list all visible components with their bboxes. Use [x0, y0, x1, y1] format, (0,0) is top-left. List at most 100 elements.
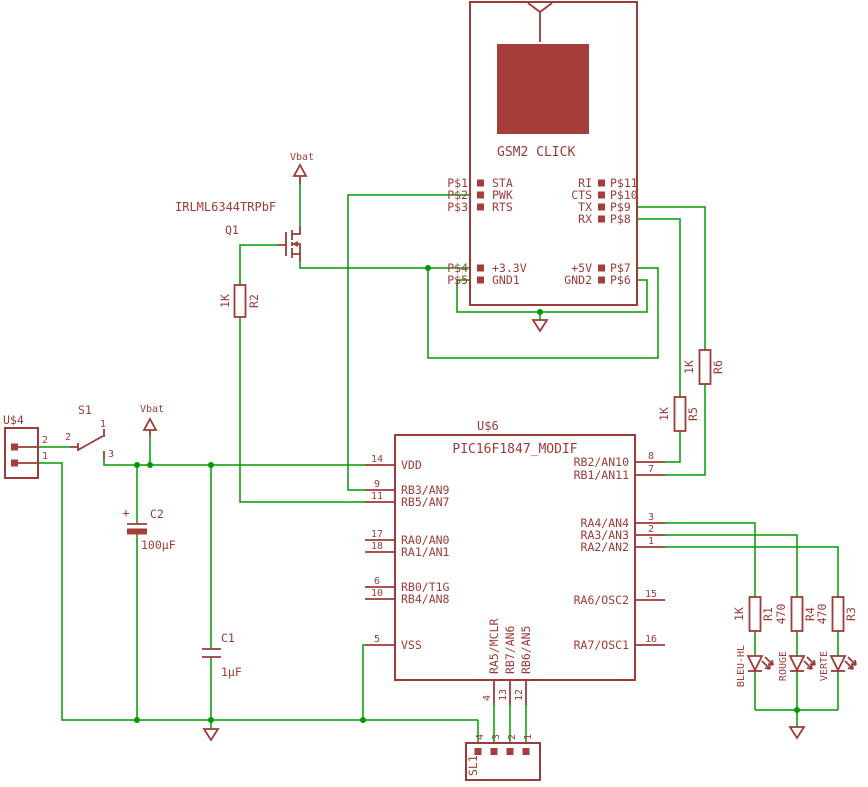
pin-number: 6: [374, 576, 380, 587]
junction-dot: [360, 717, 366, 723]
pin-pad: [477, 191, 484, 199]
mosfet-body-arrow: [292, 241, 298, 247]
resistor-r4: 470 R4: [774, 596, 817, 632]
wire: [456, 279, 648, 313]
resistor-r6: 1K R6: [682, 349, 725, 385]
pin-number: 2: [65, 432, 71, 443]
pin-pad: [598, 276, 605, 284]
pin-pad-label: P$9: [610, 200, 631, 214]
pin-name-label: +3.3V: [492, 261, 527, 275]
junction-dot: [425, 265, 431, 271]
wire: [665, 384, 706, 476]
resistor-r1: 1K R1: [732, 596, 775, 632]
wire: [38, 462, 478, 721]
vbat-label: Vbat: [140, 404, 164, 415]
pin-number: 10: [371, 588, 383, 599]
junction-dot: [537, 309, 543, 315]
ref-label: U$4: [3, 413, 24, 427]
pin-name-label: RB4/AN8: [401, 592, 450, 606]
led-rouge: ROUGE: [778, 651, 816, 681]
vbat-symbol: Vbat: [290, 152, 314, 184]
pin-name-label: RB2/AN10: [574, 455, 629, 469]
pin-number: 8: [648, 451, 654, 462]
pin-pad: [477, 264, 484, 272]
wire: [103, 459, 365, 466]
pin-number: 3: [491, 734, 502, 740]
pin-number: 4: [475, 734, 486, 740]
led-color-label: BLEU-HL: [736, 645, 747, 687]
connector-u4: U$4 2 1: [3, 413, 48, 479]
vbat-label: Vbat: [290, 152, 314, 163]
led-verte: VERTE: [819, 651, 857, 681]
led-emission-arrows: [844, 656, 857, 670]
pin-number: 7: [648, 464, 654, 475]
pin-pad: [477, 179, 484, 187]
pin-number: 3: [648, 512, 654, 523]
pin-name-label: VSS: [401, 638, 422, 652]
pin-pad-label: P$3: [447, 200, 468, 214]
pin-name-label: GND2: [564, 273, 592, 287]
ref-label: C2: [150, 507, 164, 521]
pin-number: 16: [645, 634, 657, 645]
ground-symbol: [531, 319, 549, 333]
pin-number: 17: [371, 529, 383, 540]
wire: [239, 244, 278, 285]
wire: [347, 194, 470, 491]
gsm-module-body: [497, 44, 589, 134]
pin-number: 2: [648, 524, 654, 535]
part-number-label: PIC16F1847_MODIF: [452, 442, 577, 457]
resistor-r5: 1K R5: [657, 396, 700, 432]
wire: [665, 522, 756, 597]
pin-name-label: RB5/AN7: [401, 495, 450, 509]
pin-name-label: RB3/AN9: [401, 483, 450, 497]
pin-name-label: VDD: [401, 458, 422, 472]
pin-name-label: RX: [578, 212, 592, 226]
pin-name-label: TX: [578, 200, 592, 214]
pin-number: 3: [108, 449, 114, 460]
pin-pad-label: P$7: [610, 261, 631, 275]
pin-name-label: RA1/AN1: [401, 545, 450, 559]
antenna-icon: [527, 2, 553, 42]
pin-name-label: RB0/T1G: [401, 580, 450, 594]
pin-number: 1: [648, 536, 654, 547]
led-emission-arrows: [803, 656, 816, 670]
ref-label: R5: [686, 407, 700, 421]
pin-number: 9: [374, 479, 380, 490]
mcu-u6: U$6 PIC16F1847_MODIF 14 VDD 9 RB3/AN9 11…: [365, 419, 665, 705]
value-label: 470: [774, 604, 788, 625]
pin-pad-label: P$10: [610, 188, 638, 202]
value-label: 1K: [218, 294, 232, 308]
pin-number: 12: [514, 689, 525, 701]
wire: [665, 546, 839, 597]
pin-number: 13: [498, 689, 509, 701]
pin-name-label: GND1: [492, 273, 520, 287]
vbat-symbol: Vbat: [140, 404, 164, 436]
pin-name-label: +5V: [571, 261, 592, 275]
junction-dot: [134, 717, 140, 723]
pin-number: 11: [371, 491, 383, 502]
pin-name-label: RB6/AN5: [519, 626, 533, 674]
wire: [637, 218, 681, 397]
pin-name-label: PWK: [492, 188, 513, 202]
pin-name-label: RA2/AN2: [581, 540, 629, 554]
gsm2-click-module: GSM2 CLICK P$1 STA P$2 PWK P$3 RTS P$4 +…: [447, 1, 638, 306]
value-label: 100µF: [141, 538, 176, 552]
pin-number: 5: [374, 634, 380, 645]
value-label: 470: [815, 604, 829, 625]
gsm-module-label: GSM2 CLICK: [497, 145, 575, 160]
pin-name-label: STA: [492, 176, 513, 190]
ref-label: SL1: [466, 755, 480, 776]
ref-label: R6: [711, 360, 725, 374]
ref-label: C1: [221, 631, 235, 645]
pin-name-label: CTS: [571, 188, 592, 202]
wire: [665, 534, 798, 597]
ref-label: R3: [844, 607, 858, 621]
pin-number: 14: [371, 454, 383, 465]
ref-label: R1: [761, 607, 775, 621]
pin-name-label: RA6/OSC2: [574, 593, 629, 607]
ground-symbol: [788, 726, 806, 740]
pin-pad-label: P$1: [447, 176, 468, 190]
pin-pad: [598, 191, 605, 199]
pin-pad-label: P$4: [447, 261, 468, 275]
